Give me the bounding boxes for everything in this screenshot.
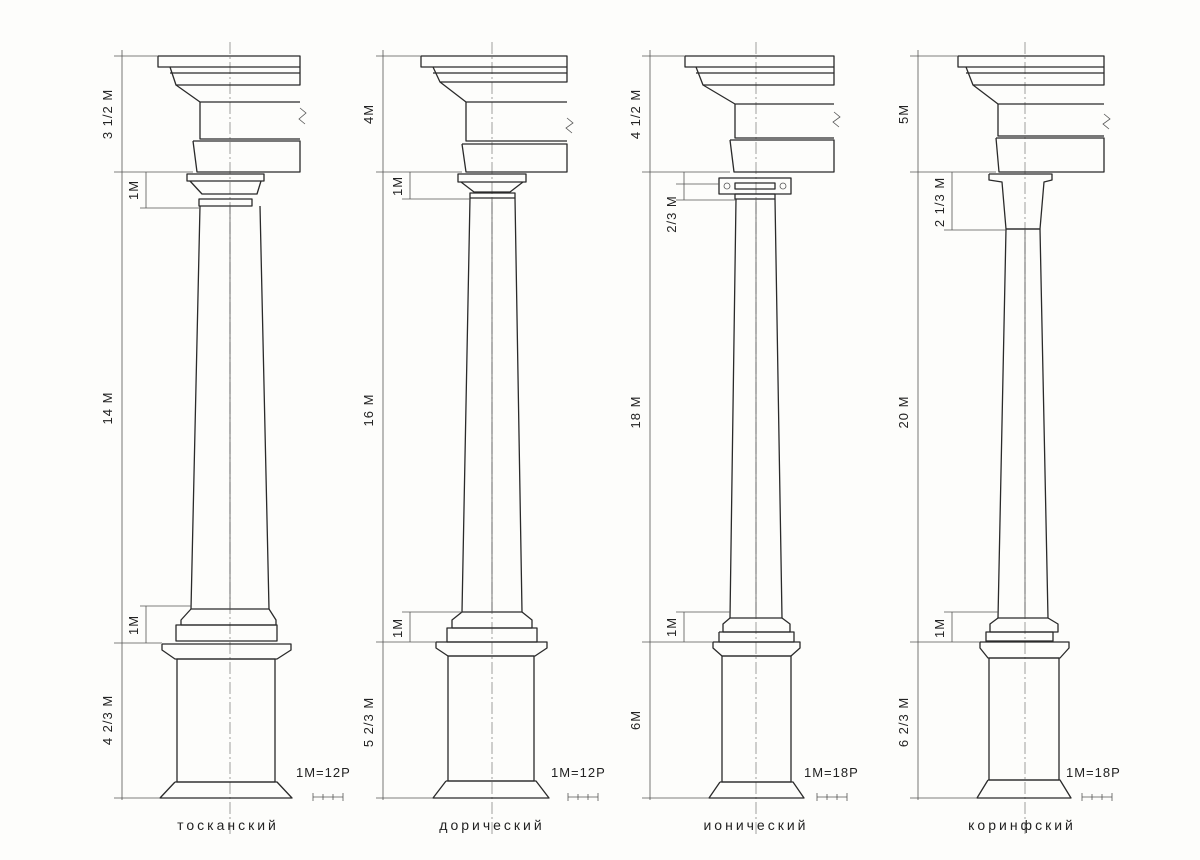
column-corinthian: 5М 2 1/3 М 20 М 1М 6 2/3 М 1М=18Р коринф… — [896, 42, 1121, 835]
column-ionic: 4 1/2 М 2/3 М 18 М 1М 6М 1М=18Р ионическ… — [628, 42, 859, 835]
capital — [718, 177, 792, 200]
dimension-lines — [114, 50, 199, 800]
base — [718, 617, 795, 643]
dim-entablature: 4М — [361, 104, 376, 124]
scale-note: 1М=18Р — [1066, 765, 1121, 780]
dim-entablature: 4 1/2 М — [628, 89, 643, 139]
dim-entablature: 3 1/2 М — [100, 89, 115, 139]
capital — [186, 173, 265, 207]
column-name: ионический — [703, 817, 808, 833]
scale-bar — [816, 793, 848, 801]
capital — [457, 173, 527, 199]
dim-pedestal: 4 2/3 М — [100, 695, 115, 745]
dim-shaft: 16 М — [361, 394, 376, 427]
scale-note: 1М=18Р — [804, 765, 859, 780]
column-doric: 4М 1М 16 М 1М 5 2/3 М 1М=12Р дорический — [361, 42, 606, 835]
scale-note: 1М=12Р — [296, 765, 351, 780]
shaft — [461, 197, 523, 613]
dimension-lines — [376, 50, 470, 800]
dim-pedestal: 6М — [628, 710, 643, 730]
entablature — [957, 55, 1111, 173]
dim-capital: 2/3 М — [664, 195, 679, 233]
dim-base: 1М — [932, 618, 947, 638]
entablature — [420, 55, 574, 173]
scale-bar — [1081, 793, 1113, 801]
dim-shaft: 20 М — [896, 396, 911, 429]
dim-pedestal: 6 2/3 М — [896, 697, 911, 747]
entablature — [684, 55, 841, 173]
dim-shaft: 14 М — [100, 392, 115, 425]
shaft — [729, 198, 783, 619]
entablature — [157, 55, 307, 173]
dim-capital: 1М — [390, 176, 405, 196]
pedestal — [432, 641, 550, 799]
column-tuscan: 3 1/2 М 1М 14 М 1М 4 2/3 М 1М=12Р тоскан… — [100, 42, 351, 835]
scale-bar — [312, 793, 344, 801]
dim-capital: 1М — [126, 180, 141, 200]
dim-entablature: 5М — [896, 104, 911, 124]
column-name: дорический — [439, 817, 544, 833]
shaft — [190, 205, 270, 610]
dimension-lines — [642, 50, 736, 800]
pedestal — [708, 641, 805, 799]
dim-base: 1М — [664, 617, 679, 637]
dim-base: 1М — [126, 615, 141, 635]
dim-base: 1М — [390, 618, 405, 638]
dim-shaft: 18 М — [628, 396, 643, 429]
pedestal — [159, 643, 293, 799]
scale-note: 1М=12Р — [551, 765, 606, 780]
base — [985, 617, 1059, 642]
column-name: коринфский — [968, 817, 1076, 833]
dim-pedestal: 5 2/3 М — [361, 697, 376, 747]
pedestal — [976, 641, 1072, 799]
shaft — [997, 228, 1049, 619]
column-name: тосканский — [177, 817, 279, 833]
scale-bar — [567, 793, 599, 801]
capital — [988, 173, 1053, 230]
base — [175, 608, 278, 642]
dim-capital: 2 1/3 М — [932, 177, 947, 227]
dimension-lines — [910, 50, 1006, 800]
